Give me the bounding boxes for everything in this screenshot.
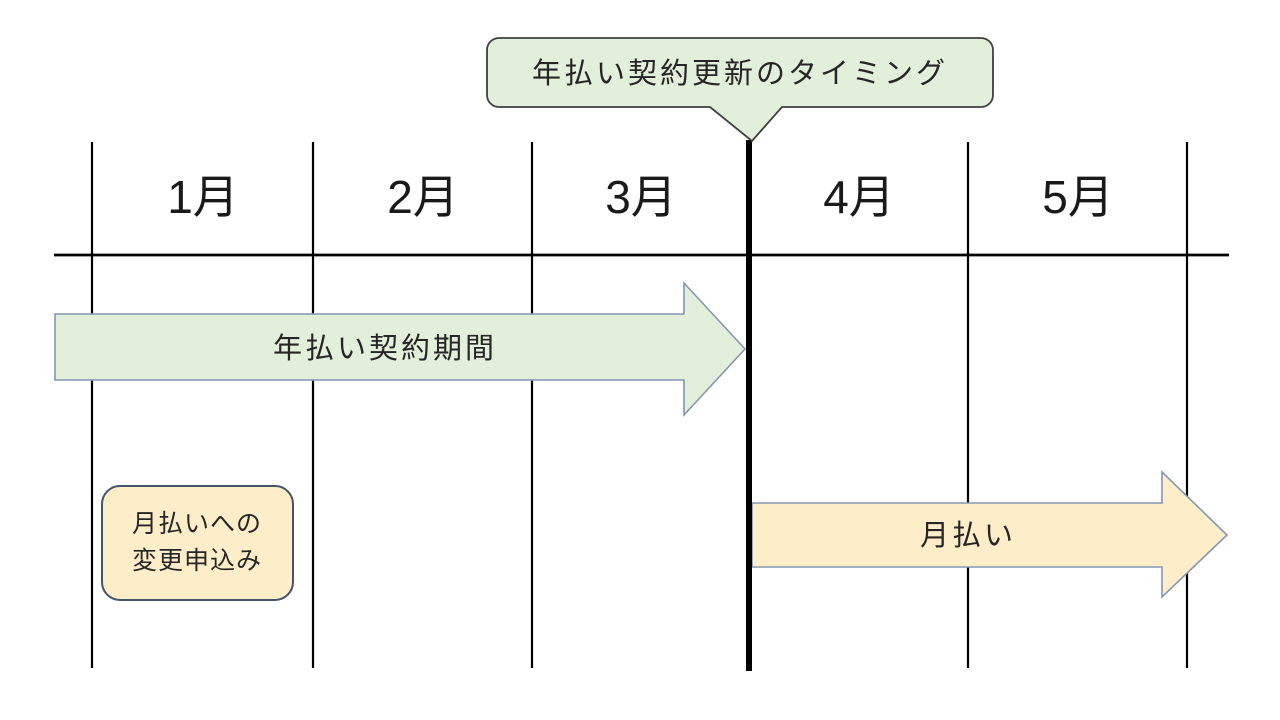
- month-grid: [54, 142, 1229, 668]
- month-label-2: 2月: [387, 171, 459, 223]
- month-label-1: 1月: [167, 171, 239, 223]
- month-labels: 1月 2月 3月 4月 5月: [167, 171, 1114, 223]
- change-application-box: [101, 485, 294, 601]
- renewal-timing-callout: [486, 37, 994, 143]
- change-application-line2: 変更申込み: [132, 547, 262, 575]
- monthly-payment-arrow: [751, 470, 1229, 599]
- month-label-5: 5月: [1042, 171, 1114, 223]
- renewal-timing-callout-label: 年払い契約更新のタイミング: [532, 57, 948, 90]
- month-label-4: 4月: [823, 171, 895, 223]
- month-label-3: 3月: [605, 171, 677, 223]
- annual-contract-period-arrow: [54, 280, 747, 418]
- monthly-payment-label: 月払い: [920, 519, 1016, 552]
- annual-contract-period-label: 年払い契約期間: [273, 332, 497, 365]
- change-application-line1: 月払いへの: [132, 510, 262, 538]
